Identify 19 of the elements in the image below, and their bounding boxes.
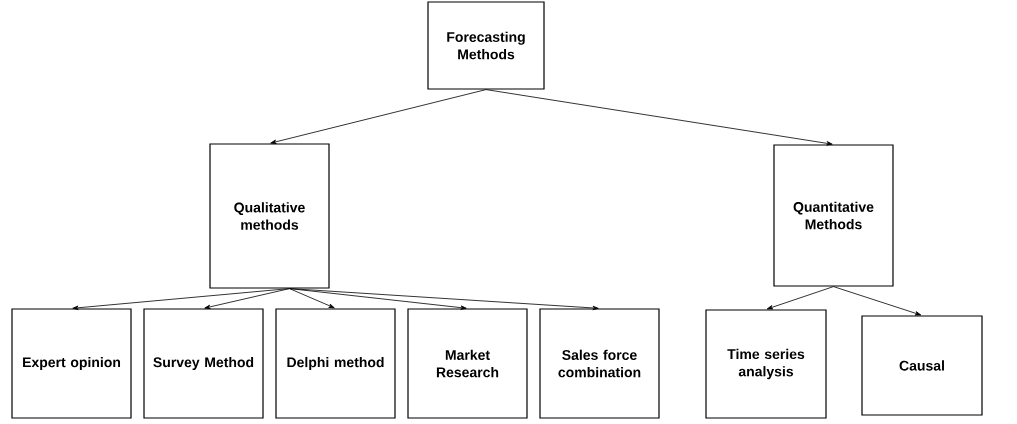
box: Delphi method [275, 308, 396, 419]
arrow [72, 288, 290, 310]
arrow [485, 89, 833, 146]
box: Causal [861, 315, 983, 416]
box: Expert opinion [11, 308, 132, 419]
arrow [289, 288, 599, 311]
arrow [204, 288, 290, 310]
arrow [270, 89, 487, 144]
box: Forecasting Methods [427, 1, 545, 90]
arrow [289, 288, 335, 309]
box: Market Research [407, 308, 528, 419]
box: Time series analysis [705, 309, 827, 419]
box: Sales force combination [539, 308, 660, 419]
arrow [289, 288, 467, 310]
arrow [766, 286, 834, 310]
arrow [833, 286, 922, 316]
box: Quantitative Methods [773, 144, 894, 287]
box: Qualitative methods [209, 143, 330, 289]
box: Survey Method [143, 308, 264, 419]
